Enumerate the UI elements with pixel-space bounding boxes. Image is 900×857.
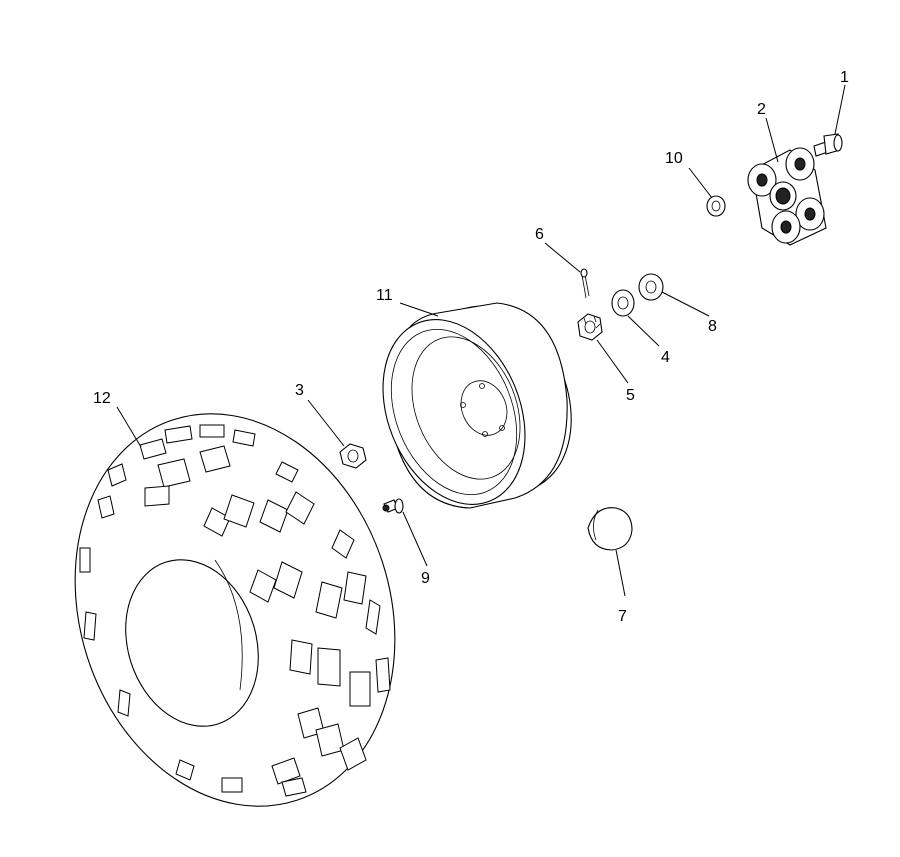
hub-cap xyxy=(587,507,633,551)
lug-nut xyxy=(339,443,367,469)
callout-9: 9 xyxy=(421,570,430,587)
wheel-hub xyxy=(747,147,827,246)
callout-8: 8 xyxy=(708,318,717,335)
leader-lines xyxy=(116,84,846,597)
tire xyxy=(74,413,396,807)
callout-labels: 1 2 10 6 11 8 4 5 3 12 9 7 xyxy=(93,69,849,625)
callout-4: 4 xyxy=(661,349,670,366)
callout-1: 1 xyxy=(840,69,849,86)
cotter-pin xyxy=(580,268,590,299)
callout-3: 3 xyxy=(295,382,304,399)
washer-10 xyxy=(706,195,726,217)
callout-2: 2 xyxy=(757,101,766,118)
callout-7: 7 xyxy=(618,608,627,625)
washer-8 xyxy=(638,273,664,301)
castle-nut xyxy=(577,313,603,341)
washer-4 xyxy=(611,289,635,317)
tire-tread-lugs xyxy=(79,424,391,797)
callout-12: 12 xyxy=(93,390,111,407)
callout-10: 10 xyxy=(665,150,683,167)
hub-bolt xyxy=(813,133,843,157)
callout-6: 6 xyxy=(535,226,544,243)
callout-5: 5 xyxy=(626,387,635,404)
valve-stem xyxy=(382,498,404,514)
callout-11: 11 xyxy=(376,287,393,304)
wheel-rim xyxy=(382,302,572,509)
